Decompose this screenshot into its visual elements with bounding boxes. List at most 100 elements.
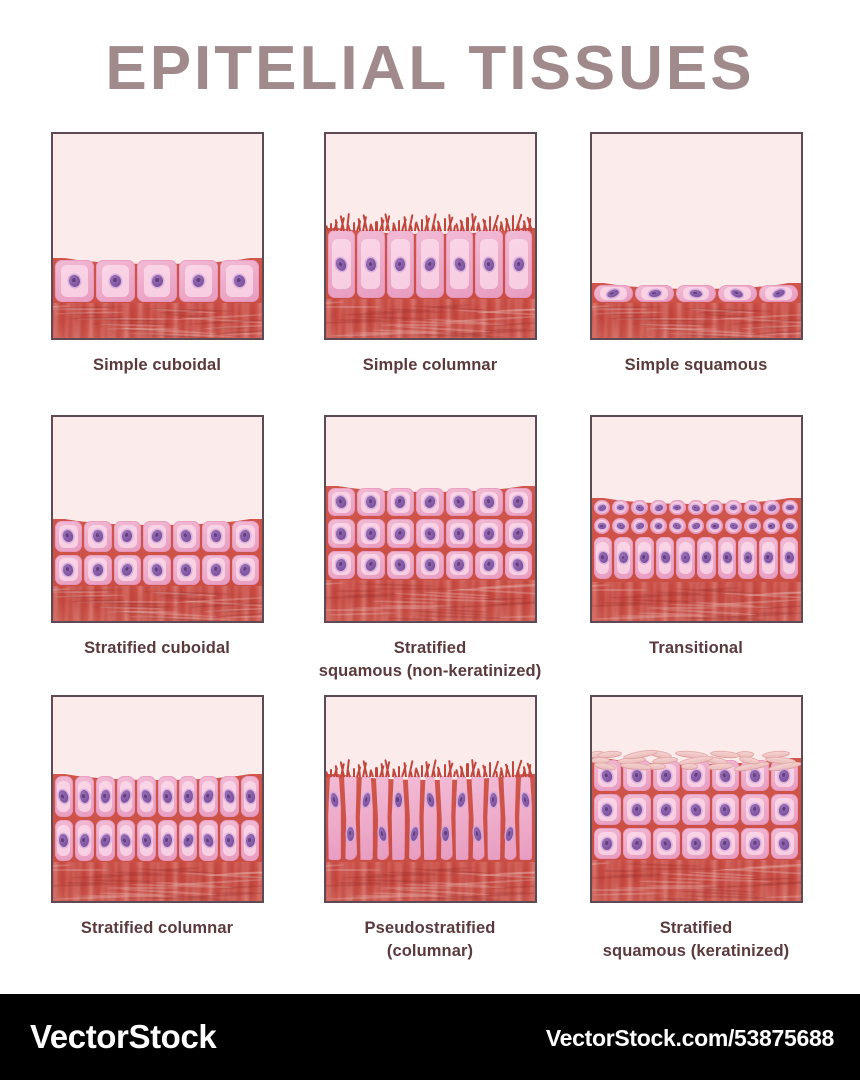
tissue-figure-pseudostratified-columnar	[323, 695, 537, 903]
cilium	[352, 768, 355, 777]
collagen-fiber	[379, 324, 452, 326]
keratin-flake	[735, 751, 754, 758]
tissue-label-line: Transitional	[649, 639, 743, 657]
cilium	[375, 767, 378, 777]
collagen-fiber	[600, 602, 648, 604]
cilium	[325, 224, 329, 232]
collagen-fiber	[591, 874, 664, 880]
collagen-fiber	[497, 613, 535, 619]
tissue-label-line: squamous (non-keratinized)	[318, 661, 542, 680]
collagen-fiber	[52, 591, 109, 593]
cilium	[511, 215, 515, 231]
connective-tissue	[591, 303, 801, 338]
epithelial-cell	[423, 776, 437, 860]
cilium	[420, 765, 424, 777]
collagen-fiber	[591, 308, 648, 310]
epithelial-cell	[487, 776, 501, 860]
tissue-figure-stratified-squamous-keratinized	[589, 695, 803, 903]
cell-nucleus	[442, 826, 450, 841]
tissue-label-transitional: Transitional	[553, 637, 839, 660]
tissue-figure-stratified-cuboidal	[50, 415, 264, 623]
collagen-fiber	[76, 601, 179, 603]
cilium	[517, 769, 521, 778]
tissue-figure-simple-squamous	[589, 132, 803, 340]
collagen-fiber	[334, 590, 382, 592]
tissue-label-line: Stratified	[659, 919, 733, 937]
tissue-label-line: Pseudostratified	[364, 919, 496, 937]
collagen-fiber	[209, 326, 255, 330]
collagen-fiber	[172, 878, 262, 886]
tissue-panel-stratified-cuboidal: Stratified cuboidal	[14, 415, 300, 660]
collagen-fiber	[334, 319, 382, 321]
cell-nucleus	[681, 552, 690, 564]
tissue-figure-stratified-squamous-non-keratinized	[323, 415, 537, 623]
lumen-space	[325, 417, 535, 486]
tissue-panel-simple-columnar: Simple columnar	[287, 132, 573, 377]
tissue-label-stratified-squamous-non-keratinized: Stratified squamous (non-keratinized)	[287, 637, 573, 683]
lumen-space	[591, 697, 801, 758]
cilium	[454, 768, 459, 778]
collagen-fiber	[379, 887, 452, 889]
tissue-figure-simple-cuboidal	[50, 132, 264, 340]
epithelial-cell	[455, 776, 469, 860]
cell-nucleus	[786, 504, 794, 511]
collagen-fiber	[325, 869, 382, 871]
collagen-fiber	[445, 878, 535, 886]
tissue-label-line: Stratified	[393, 639, 467, 657]
cilium	[398, 766, 401, 777]
tissue-label-simple-columnar: Simple columnar	[287, 354, 573, 377]
collagen-fiber	[591, 889, 648, 891]
cell-nucleus	[619, 552, 628, 564]
cilium	[325, 770, 329, 778]
collagen-fiber	[497, 869, 535, 875]
connective-tissue	[52, 303, 262, 338]
collagen-fiber	[748, 326, 794, 330]
collagen-fiber	[763, 589, 801, 595]
cilium	[329, 223, 333, 231]
collagen-fiber	[652, 897, 702, 901]
tissue-panel-stratified-squamous-non-keratinized: Stratified squamous (non-keratinized)	[287, 415, 573, 683]
cilium	[398, 220, 401, 231]
collagen-fiber	[349, 607, 452, 609]
cell-nucleus	[490, 793, 498, 808]
connective-tissue	[52, 862, 262, 901]
tissue-label-line: Simple cuboidal	[92, 356, 222, 374]
collagen-fiber	[224, 869, 262, 875]
keratin-flake	[651, 755, 678, 766]
cilium	[443, 218, 446, 231]
collagen-fiber	[325, 863, 344, 869]
collagen-fiber	[622, 862, 702, 868]
tissue-label-line: (columnar)	[386, 941, 474, 960]
collagen-fiber	[356, 582, 436, 588]
tissue-label-line: Stratified columnar	[80, 919, 234, 937]
collagen-fiber	[615, 318, 718, 320]
cilium	[517, 223, 521, 232]
vectorstock-logo: VectorStock	[30, 1018, 217, 1055]
keratin-flake	[645, 763, 666, 770]
cilium	[489, 762, 492, 777]
collagen-fiber	[325, 609, 382, 611]
tissue-panel-stratified-columnar: Stratified columnar	[14, 695, 300, 940]
collagen-fiber	[630, 594, 718, 596]
connective-tissue	[325, 862, 535, 901]
keratinized-layer	[591, 748, 801, 774]
collagen-fiber	[364, 874, 452, 876]
cilium	[477, 221, 482, 232]
tissue-figure-simple-columnar	[323, 132, 537, 340]
collagen-fiber	[615, 887, 718, 889]
collagen-fiber	[325, 306, 382, 308]
cell-nucleus	[394, 793, 402, 808]
collagen-fiber	[61, 882, 109, 884]
collagen-fiber	[630, 323, 718, 325]
cilium	[466, 217, 469, 231]
cilium	[466, 763, 469, 777]
collagen-fiber	[371, 600, 436, 604]
cilium	[443, 764, 446, 777]
connective-tissue	[325, 580, 535, 621]
tissue-panel-transitional: Transitional	[553, 415, 839, 660]
cilium	[347, 769, 352, 778]
cilium	[494, 770, 498, 778]
cilium	[511, 761, 515, 777]
collagen-fiber	[52, 308, 109, 310]
